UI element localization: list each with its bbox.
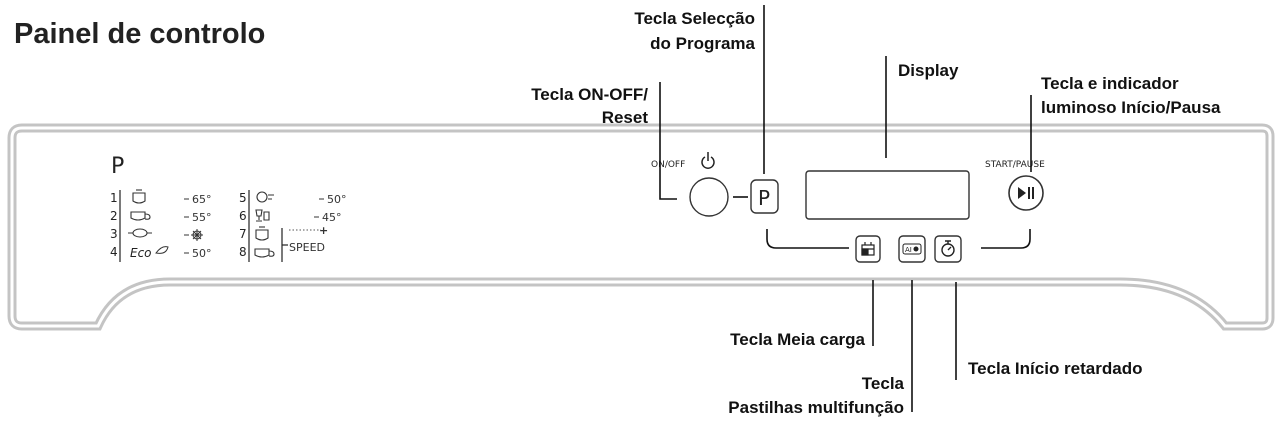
program-temperature: 45° [322,211,342,224]
delay-start-button[interactable] [934,235,962,263]
callout-half-load: Tecla Meia carga [730,330,865,349]
callout-start-pause-2: luminoso Início/Pausa [1041,98,1221,117]
glass-icon [255,209,270,222]
play-pause-icon [1018,187,1034,199]
speed-label: SPEED [289,241,325,254]
onoff-label: ON/OFF [651,160,685,170]
pan-icon [128,228,152,238]
panel-outline [7,123,1275,331]
callout-display: Display [898,61,959,80]
multi-tablet-icon: AI [902,243,922,255]
program-select-button[interactable] [750,179,779,214]
callout-tablets-2: Pastilhas multifunção [728,398,904,417]
callout-program-select: Tecla Selecção [634,9,755,28]
onoff-button[interactable] [689,177,729,217]
program-number: 7 [239,227,247,241]
callout-onoff-2: Reset [602,108,649,127]
delay-timer-icon [941,240,955,257]
program-select-button-label: P [758,186,770,210]
power-icon [701,152,715,169]
program-number: 6 [239,209,247,223]
program-temperature: 50° [192,247,212,260]
pot-icon [254,248,275,258]
callout-start-pause: Tecla e indicador [1041,74,1179,93]
snowflake-icon [191,229,203,241]
pot-icon [130,211,151,221]
startpause-label: START/PAUSE [985,160,1045,170]
program-number: 4 [110,245,118,259]
speed-plus-mark: + [319,224,328,237]
program-number: 3 [110,227,118,241]
program-number: 5 [239,191,247,205]
callout-onoff: Tecla ON-OFF/ [531,85,648,104]
onoff-leader [659,82,677,200]
pot-icon [255,226,269,241]
multi-tablet-button[interactable] [898,235,926,263]
callout-program-select-2: do Programa [650,34,755,53]
program-header: P [111,154,124,179]
program-number: 8 [239,245,247,259]
svg-text:AI: AI [905,246,912,254]
program-number: 1 [110,191,118,205]
half-load-icon [861,242,875,256]
program-list: P 1 2 3 4 5 6 7 8 Eco [110,154,347,262]
program-temperature: 55° [192,211,212,224]
program-number: 2 [110,209,118,223]
pot-icon [132,189,146,204]
quick-wash-icon [256,191,274,203]
program-temperature: 65° [192,193,212,206]
callout-delay-start: Tecla Início retardado [968,359,1142,378]
page-title: Painel de controlo [14,18,265,50]
display-screen [805,170,970,220]
callout-tablets: Tecla [862,374,905,393]
leaf-icon [155,246,169,254]
eco-label: Eco [130,246,152,260]
program-temperature: 50° [327,193,347,206]
